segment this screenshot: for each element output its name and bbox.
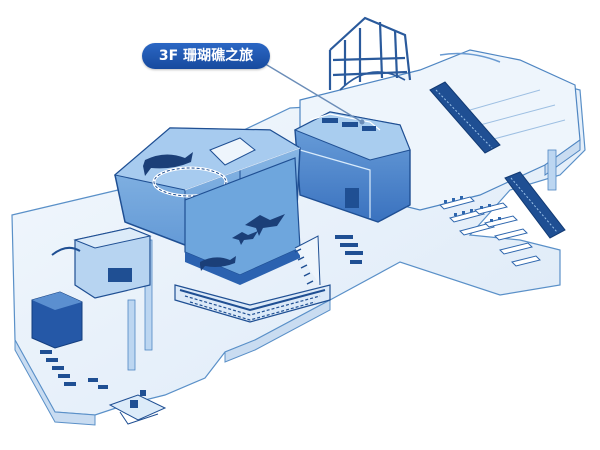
location-callout[interactable]: 3F 珊瑚礁之旅 <box>142 43 270 69</box>
left-tank-building <box>51 227 152 299</box>
seating-icon <box>335 235 363 264</box>
escalator-upper <box>429 81 501 154</box>
coral-reef-tank <box>293 111 411 223</box>
pin-line <box>261 61 365 125</box>
whale-shark-icon <box>143 152 193 176</box>
seating-area-right <box>439 196 541 267</box>
benches-lower-left <box>40 350 108 389</box>
seat-dots-right <box>444 196 501 222</box>
dark-block-left <box>31 291 83 349</box>
pillars <box>127 149 557 371</box>
viewing-theater <box>174 235 331 323</box>
stairs-icon <box>294 248 314 285</box>
manta-ray-icon <box>232 214 285 245</box>
entrance-desk <box>108 390 167 425</box>
roof-truss <box>328 16 501 91</box>
escalator-lower <box>504 171 566 239</box>
